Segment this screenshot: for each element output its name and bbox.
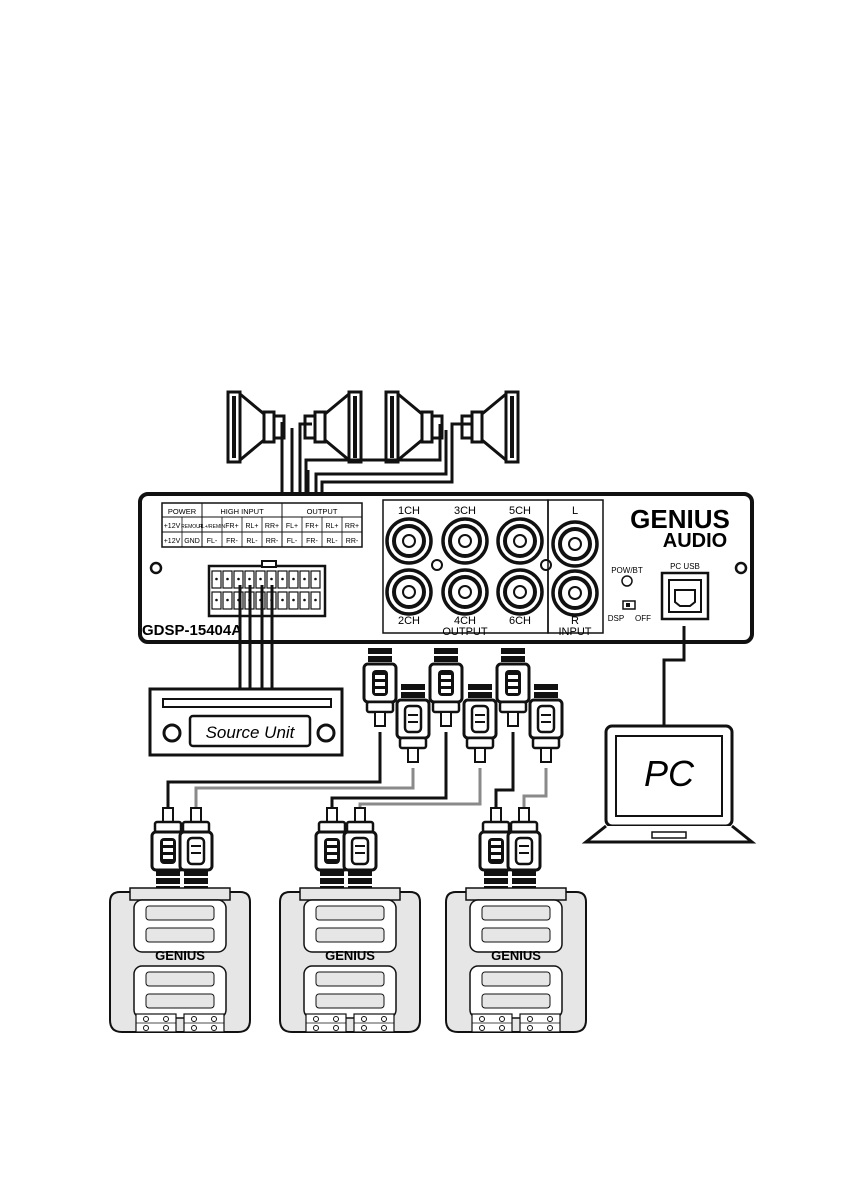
output-section-label: OUTPUT bbox=[442, 626, 488, 638]
amp-rca-plugs bbox=[152, 808, 540, 892]
pc-laptop: PC bbox=[586, 626, 752, 842]
terminal-label: RL- bbox=[246, 538, 258, 545]
amplifier-2: GENIUS bbox=[280, 888, 420, 1032]
terminal-label: RR+ bbox=[345, 523, 359, 530]
terminal-label: FR+ bbox=[225, 523, 238, 530]
amplifier-1: GENIUS bbox=[110, 888, 250, 1032]
harness-connector bbox=[209, 561, 325, 616]
speaker-2 bbox=[305, 392, 361, 462]
amplifier-brand: GENIUS bbox=[491, 948, 541, 963]
source-unit-label: Source Unit bbox=[206, 723, 296, 742]
terminal-label: RL- bbox=[326, 538, 338, 545]
terminal-label: RR+ bbox=[265, 523, 279, 530]
dsp-label: DSP bbox=[608, 614, 624, 623]
rca-jack-2ch bbox=[387, 570, 431, 614]
power-header: POWER bbox=[168, 507, 197, 516]
rca-jack-input-l bbox=[553, 522, 597, 566]
pow-led bbox=[622, 576, 632, 586]
channel-label-1ch: 1CH bbox=[398, 505, 420, 517]
speaker-3 bbox=[386, 392, 442, 462]
high-input-header: HIGH INPUT bbox=[220, 507, 264, 516]
terminal-label: +12V bbox=[164, 538, 181, 545]
terminal-label: GND bbox=[184, 538, 200, 545]
brand-audio: AUDIO bbox=[663, 530, 727, 552]
terminal-label: +12V bbox=[164, 523, 181, 530]
pc-usb-label: PC USB bbox=[670, 562, 700, 571]
terminal-label: FR- bbox=[306, 538, 318, 545]
amplifier-brand: GENIUS bbox=[325, 948, 375, 963]
terminal-label: FL- bbox=[207, 538, 218, 545]
channel-label-6ch: 6CH bbox=[509, 615, 531, 627]
rca-jack-5ch bbox=[498, 519, 542, 563]
rca-jack-3ch bbox=[443, 519, 487, 563]
terminal-label: RR- bbox=[346, 538, 359, 545]
amplifier-brand: GENIUS bbox=[155, 948, 205, 963]
terminal-label: FL+ bbox=[286, 523, 298, 530]
terminal-label: FR- bbox=[226, 538, 238, 545]
rca-cable-plugs bbox=[364, 648, 562, 762]
input-label-l: L bbox=[572, 505, 578, 517]
amplifier-3: GENIUS bbox=[446, 888, 586, 1032]
rca-jack-4ch bbox=[443, 570, 487, 614]
channel-label-5ch: 5CH bbox=[509, 505, 531, 517]
terminal-label: FL- bbox=[287, 538, 298, 545]
output-header: OUTPUT bbox=[307, 507, 338, 516]
terminal-label: RR- bbox=[266, 538, 279, 545]
input-section-label: INPUT bbox=[559, 626, 592, 638]
speaker-1 bbox=[228, 392, 284, 462]
pc-label: PC bbox=[644, 753, 695, 794]
off-label: OFF bbox=[635, 614, 651, 623]
rca-jack-input-r bbox=[553, 571, 597, 615]
terminal-label: FR+ bbox=[305, 523, 318, 530]
channel-label-3ch: 3CH bbox=[454, 505, 476, 517]
channel-label-2ch: 2CH bbox=[398, 615, 420, 627]
led-indicator bbox=[541, 560, 551, 570]
rca-jack-6ch bbox=[498, 570, 542, 614]
model-label: GDSP-15404A bbox=[142, 622, 242, 639]
rca-jack-1ch bbox=[387, 519, 431, 563]
terminal-label: FL+/REMIN bbox=[199, 524, 226, 530]
terminal-label: RL+ bbox=[325, 523, 338, 530]
led-indicator bbox=[432, 560, 442, 570]
speaker-4 bbox=[462, 392, 518, 462]
source-unit: Source Unit bbox=[150, 689, 342, 755]
terminal-label: RL+ bbox=[245, 523, 258, 530]
pow-bt-label: POW/BT bbox=[611, 566, 643, 575]
